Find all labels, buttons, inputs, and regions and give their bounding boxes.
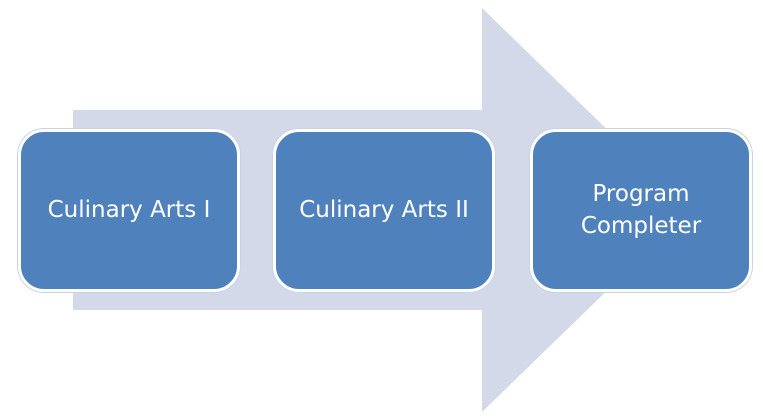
step-box-culinary-arts-1: Culinary Arts I: [18, 129, 240, 292]
step-label: Program Completer: [580, 181, 702, 239]
step-box-culinary-arts-2: Culinary Arts II: [273, 129, 495, 292]
step-box-program-completer: Program Completer: [530, 129, 752, 292]
step-label: Culinary Arts I: [47, 196, 211, 223]
step-label: Culinary Arts II: [299, 196, 469, 223]
